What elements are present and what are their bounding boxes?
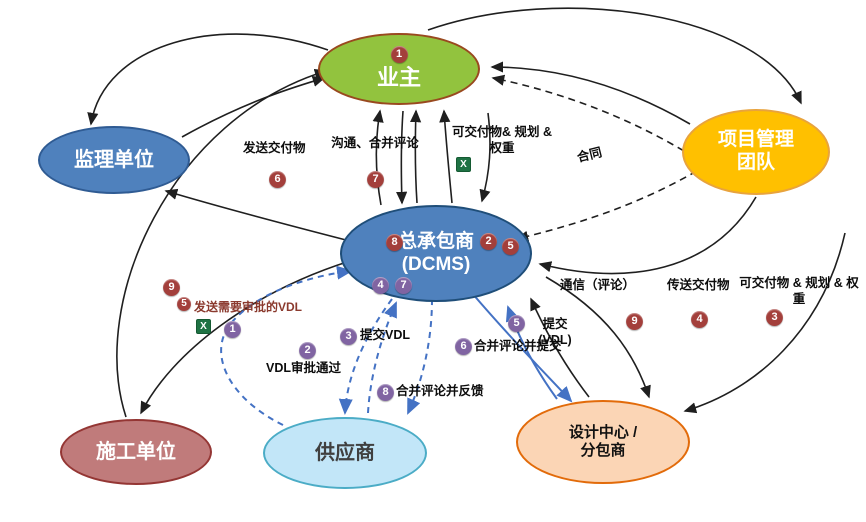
contractor-badge-4: 4 [372, 277, 389, 294]
arrow-contract-dashed [491, 74, 725, 178]
arrow-contractor-to-owner-excel [439, 109, 453, 204]
arrow-construction-to-owner-left-arc [116, 68, 328, 418]
label-merge-comments-feedback: 合并评论并反馈 [396, 384, 484, 398]
contractor-badge-2: 2 [480, 233, 497, 250]
label-submit-vdl-right: 提交 (VDL) [538, 317, 572, 348]
arrow-supervision-to-owner [181, 75, 326, 138]
badge-merge-feedback-8: 8 [377, 384, 394, 401]
badge-communicate-7: 7 [367, 171, 384, 188]
arrow-supplier-loop-to-contractor-1 [220, 265, 353, 426]
node-supplier: 供应商 [263, 417, 427, 489]
pm-team-label-line2: 团队 [736, 152, 775, 173]
label-send-deliverables: 发送交付物 [243, 141, 306, 155]
arrow-contractor-to-supplier [338, 298, 393, 415]
supervision-label: 监理单位 [74, 149, 154, 171]
label-submit-vdl: 提交VDL [360, 328, 411, 342]
black-solid-arrows [87, 7, 846, 418]
contractor-badge-8: 8 [386, 234, 403, 251]
badge-transmit-4: 4 [691, 311, 708, 328]
label-transmit-deliverables: 传送交付物 [667, 278, 730, 292]
label-vdl-approved: VDL审批通过 [266, 361, 342, 375]
arrow-owner-to-contractor-7a [396, 110, 408, 205]
contractor-badge-7: 7 [395, 277, 412, 294]
arrow-owner-to-pmteam-top [427, 7, 802, 105]
badge-deliverables-right-3: 3 [766, 309, 783, 326]
construction-label: 施工单位 [96, 441, 176, 463]
pm-team-label-line1: 项目管理 [717, 129, 794, 151]
badge-send-vdl-1: 1 [224, 321, 241, 338]
contractor-label-line1: 总承包商 [397, 230, 474, 252]
node-construction: 施工单位 [60, 419, 212, 485]
owner-label: 业主 [376, 65, 421, 91]
label-communication-comments: 通信（评论） [560, 278, 636, 292]
arrow-pmteam-to-contractor-dashed [515, 164, 708, 242]
label-send-vdl-for-approval: 发送需要审批的VDL [194, 300, 303, 314]
node-contractor: 8 2 5 4 7 总承包商 (DCMS) [340, 205, 532, 302]
arrow-contractor-to-designcenter-4 [545, 276, 651, 399]
label-merge-comments-submit: 合并评论并提交 [474, 339, 562, 353]
design-center-label-line1: 设计中心 / [568, 424, 638, 441]
label-deliverables-plan-weight-top: 可交付物& 规划 & 权重 [451, 125, 552, 156]
owner-badge: 1 [390, 46, 408, 64]
arrow-contractor-to-supervision [164, 188, 347, 241]
badge-vdl-approved-2: 2 [299, 342, 316, 359]
badge-left-5: 5 [177, 297, 191, 311]
label-communicate-merge-comments: 沟通、合并评论 [331, 136, 419, 150]
arrow-pmteam-to-owner [490, 61, 691, 125]
blue-dashed-arrows [220, 265, 433, 426]
badge-merge-submit-6: 6 [455, 338, 472, 355]
badge-submit-vdl-right-5: 5 [508, 315, 525, 332]
design-center-label-line2: 分包商 [580, 442, 626, 459]
arrow-contractor-to-supplier-8 [407, 298, 433, 415]
excel-icon: X [456, 157, 471, 172]
node-pm-team: 项目管理 团队 [682, 109, 830, 195]
supplier-label: 供应商 [315, 442, 375, 464]
contractor-badge-5: 5 [502, 238, 519, 255]
arrow-contractor-to-designcenter-blue [471, 292, 573, 403]
node-supervision: 监理单位 [38, 126, 190, 194]
arrow-owner-to-supervision [87, 33, 329, 126]
arrow-owner-to-contractor-right [479, 112, 491, 203]
arrow-contractor-to-owner-7b [410, 109, 422, 204]
arrow-right-to-designcenter-3 [683, 232, 846, 414]
excel-icon-vdl: X [196, 319, 211, 334]
node-owner: 1 业主 [318, 33, 480, 105]
arrow-pmteam-to-contractor [538, 196, 757, 275]
black-dashed-arrows [491, 74, 725, 242]
badge-submit-vdl-3: 3 [340, 328, 357, 345]
arrow-supplier-to-contractor [367, 301, 397, 414]
arrow-designcenter-to-contractor-9 [530, 297, 590, 398]
badge-left-9: 9 [163, 279, 180, 296]
arrow-contractor-to-construction [140, 260, 351, 415]
contractor-label-line2: (DCMS) [401, 253, 471, 275]
badge-communication-9: 9 [626, 313, 643, 330]
arrow-contractor-to-owner-6 [372, 109, 384, 206]
badge-send-deliverables-6: 6 [269, 171, 286, 188]
label-deliverables-plan-weight-right: 可交付物 & 规划 & 权重 [739, 276, 859, 307]
node-design-center: 设计中心 / 分包商 [516, 400, 690, 484]
